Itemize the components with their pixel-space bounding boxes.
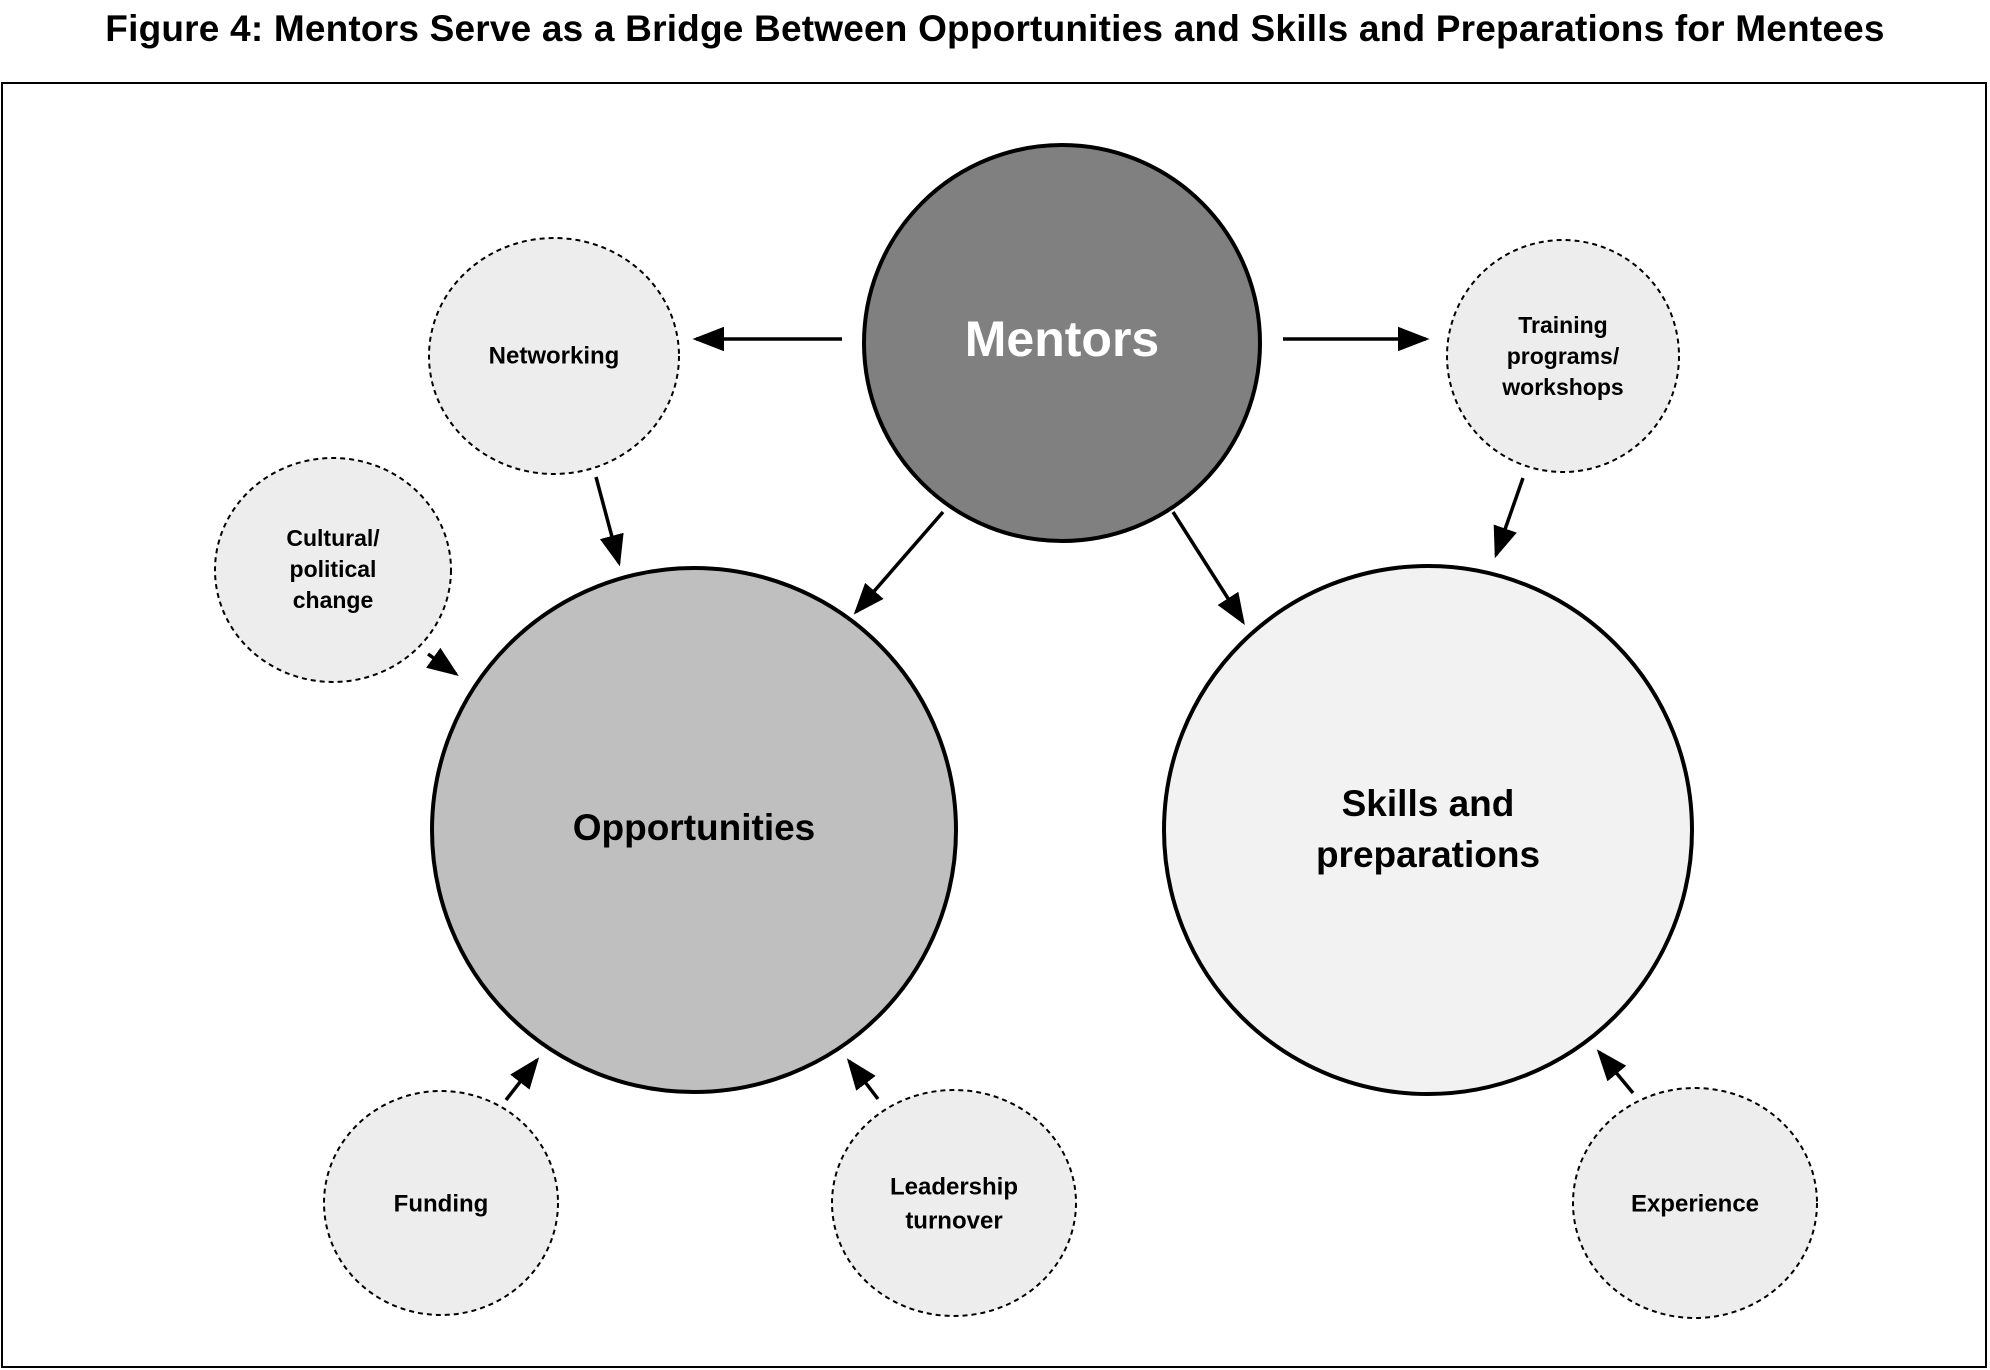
cultural-label-line-1: Cultural/ <box>286 525 380 551</box>
arrow-training-to-skills <box>1493 477 1525 559</box>
arrow-experience-to-skills <box>1596 1049 1635 1095</box>
experience-circle <box>1572 1087 1818 1319</box>
cultural-node: Cultural/ political change <box>214 457 452 683</box>
funding-circle <box>323 1090 559 1316</box>
arrow-mentors-to-opportunities <box>853 510 945 615</box>
funding-node: Funding <box>323 1090 559 1316</box>
skills-node: Skills and preparations <box>1162 564 1694 1096</box>
training-circle <box>1446 239 1680 473</box>
training-node: Training programs/ workshops <box>1446 239 1680 473</box>
experience-node: Experience <box>1572 1087 1818 1319</box>
opportunities-circle <box>430 566 958 1094</box>
mentors-label: Mentors <box>965 311 1159 367</box>
mentors-node: Mentors <box>862 143 1262 543</box>
arrow-funding-to-opportunities <box>504 1057 540 1102</box>
leadership-label-line-1: Leadership <box>890 1173 1018 1200</box>
training-label-line-2: programs/ <box>1507 343 1620 369</box>
leadership-circle <box>831 1089 1077 1317</box>
arrow-mentors-to-skills <box>1171 511 1245 625</box>
cultural-circle <box>214 457 452 683</box>
opportunities-label: Opportunities <box>573 807 816 848</box>
arrow-cultural-to-opportunities <box>426 647 459 677</box>
figure-title: Figure 4: Mentors Serve as a Bridge Betw… <box>105 8 1885 49</box>
diagram-frame <box>1 82 1987 1368</box>
arrow-leadership-to-opportunities <box>846 1058 880 1101</box>
skills-label-line-1: Skills and <box>1342 783 1515 824</box>
training-label-line-1: Training <box>1518 312 1607 338</box>
leadership-label-line-2: turnover <box>905 1207 1002 1234</box>
funding-label: Funding <box>394 1190 489 1217</box>
mentors-circle <box>862 143 1262 543</box>
opportunities-node: Opportunities <box>430 566 958 1094</box>
networking-circle <box>428 237 680 475</box>
cultural-label-line-2: political <box>290 556 377 582</box>
experience-label: Experience <box>1631 1190 1759 1217</box>
arrows <box>426 326 1635 1102</box>
networking-label: Networking <box>489 342 620 369</box>
skills-label-line-2: preparations <box>1316 834 1540 875</box>
cultural-label-line-3: change <box>293 587 374 613</box>
leadership-node: Leadership turnover <box>831 1089 1077 1317</box>
networking-node: Networking <box>428 237 680 475</box>
skills-circle <box>1162 564 1694 1096</box>
arrow-networking-to-opportunities <box>594 476 624 567</box>
training-label-line-3: workshops <box>1501 374 1623 400</box>
